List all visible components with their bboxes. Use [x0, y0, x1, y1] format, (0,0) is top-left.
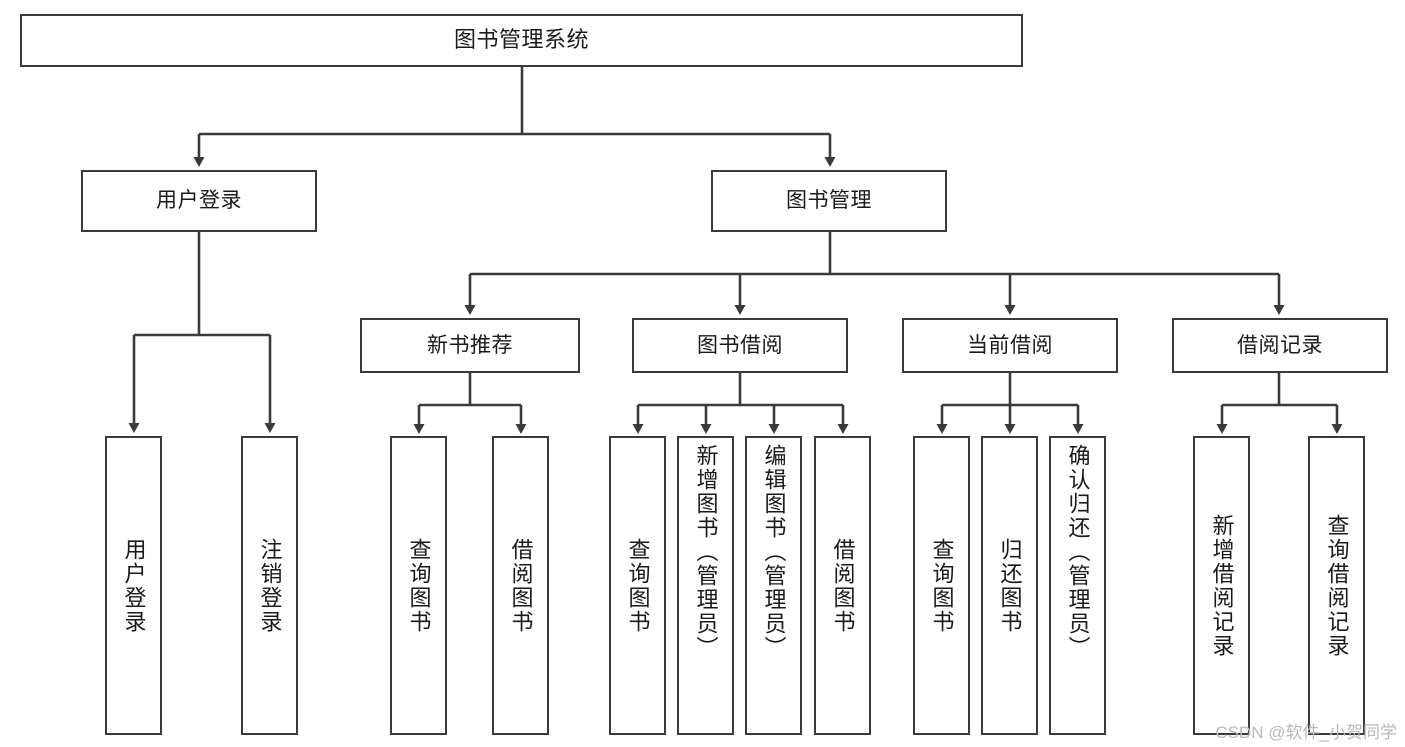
node-label: 注销登录: [257, 537, 283, 634]
node-book-management[interactable]: 图书管理: [711, 170, 947, 232]
node-new-book-recommend[interactable]: 新书推荐: [360, 318, 580, 373]
node-label: 借阅图书: [830, 537, 856, 634]
node-label: 查询图书: [406, 537, 432, 634]
node-user-login[interactable]: 用户登录: [81, 170, 317, 232]
node-label: 当前借阅: [967, 333, 1053, 357]
node-label: 用户登录: [156, 189, 242, 213]
leaf-borrow-add-book-admin[interactable]: 新增图书（管理员）: [677, 436, 734, 735]
leaf-record-add-record[interactable]: 新增借阅记录: [1193, 436, 1250, 735]
leaf-borrow-borrow-book[interactable]: 借阅图书: [814, 436, 871, 735]
node-label: 借阅记录: [1237, 333, 1323, 357]
leaf-current-confirm-return-admin[interactable]: 确认归还（管理员）: [1049, 436, 1106, 735]
node-label: 新书推荐: [427, 333, 513, 357]
leaf-current-return-book[interactable]: 归还图书: [981, 436, 1038, 735]
node-label: 查询借阅记录: [1324, 513, 1350, 658]
node-borrow-record[interactable]: 借阅记录: [1172, 318, 1388, 373]
leaf-borrow-edit-book-admin[interactable]: 编辑图书（管理员）: [745, 436, 802, 735]
node-label: 确认归还（管理员）: [1065, 444, 1091, 660]
node-label: 图书借阅: [697, 333, 783, 357]
node-book-borrow[interactable]: 图书借阅: [632, 318, 848, 373]
node-label: 用户登录: [121, 537, 147, 634]
node-root-system[interactable]: 图书管理系统: [20, 14, 1023, 67]
node-label: 编辑图书（管理员）: [761, 444, 787, 660]
node-label: 查询图书: [929, 537, 955, 634]
leaf-borrow-query-book[interactable]: 查询图书: [609, 436, 666, 735]
node-label: 图书管理: [786, 189, 872, 213]
leaf-current-query-book[interactable]: 查询图书: [913, 436, 970, 735]
leaf-user-login-login[interactable]: 用户登录: [105, 436, 162, 735]
csdn-watermark: CSDN @软件_小贺同学: [1215, 723, 1397, 742]
node-label: 图书管理系统: [453, 27, 589, 53]
node-label: 归还图书: [997, 537, 1023, 634]
leaf-user-login-logout[interactable]: 注销登录: [241, 436, 298, 735]
node-label: 新增图书（管理员）: [693, 444, 719, 660]
leaf-record-query-record[interactable]: 查询借阅记录: [1308, 436, 1365, 735]
node-label: 查询图书: [625, 537, 651, 634]
leaf-recommend-borrow-book[interactable]: 借阅图书: [492, 436, 549, 735]
node-label: 借阅图书: [508, 537, 534, 634]
node-current-borrow[interactable]: 当前借阅: [902, 318, 1118, 373]
node-label: 新增借阅记录: [1209, 513, 1235, 658]
leaf-recommend-query-book[interactable]: 查询图书: [390, 436, 447, 735]
